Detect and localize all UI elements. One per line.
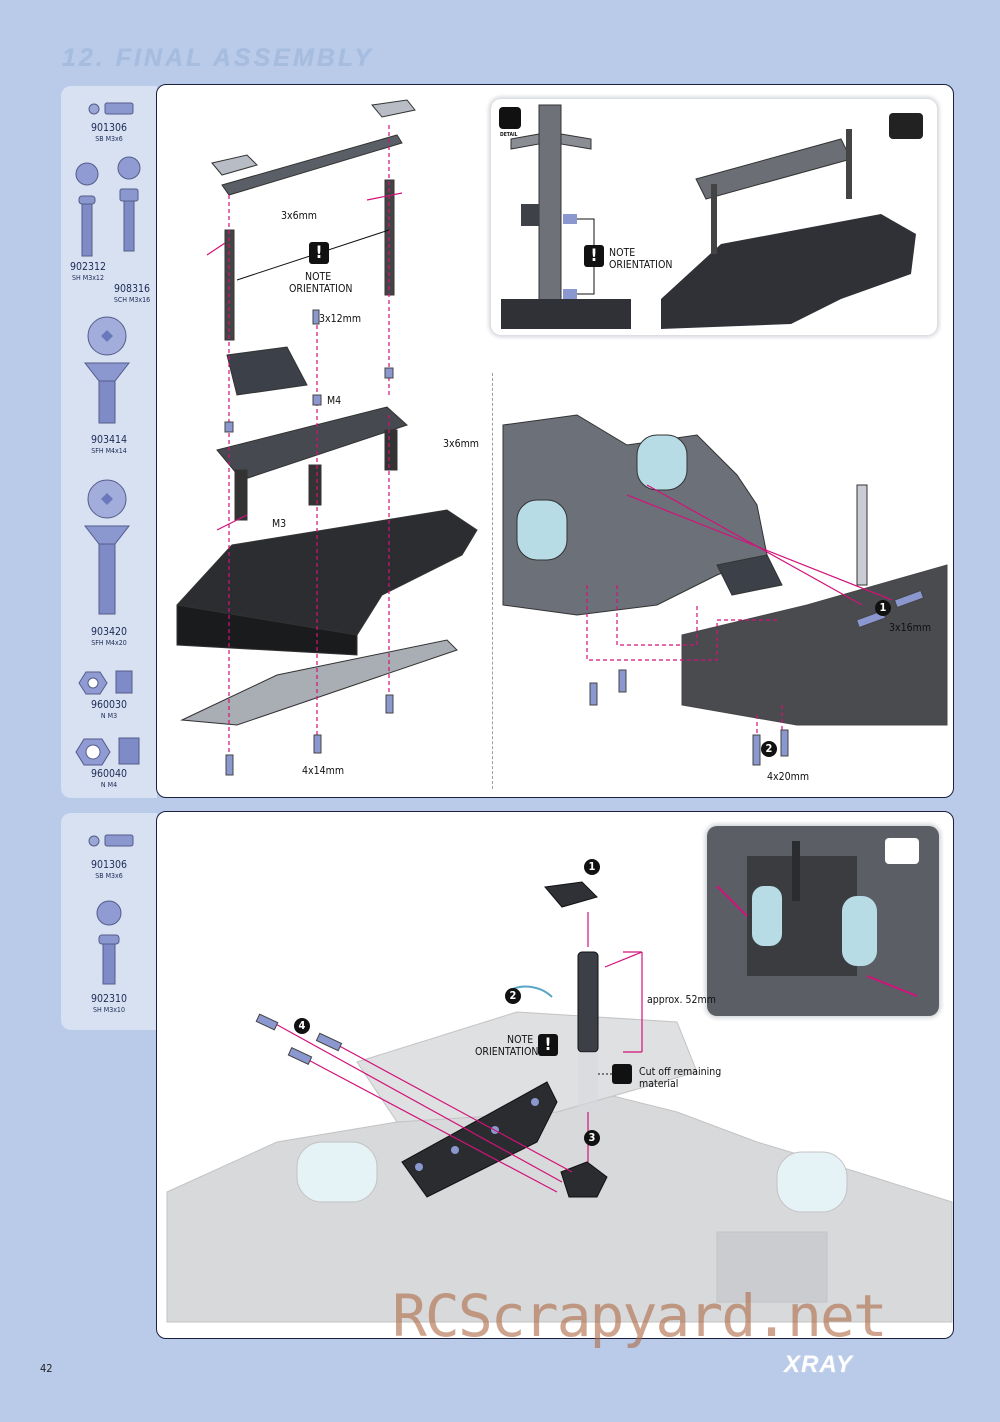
screw-size-label: 4x20mm [767,771,810,783]
detail-inset-bottom [707,826,939,1016]
part-903420: 903420 SFH M4x20 [61,627,157,649]
part-desc: SH M3x12 [72,274,104,282]
detail-drawing [499,104,923,329]
detail-orientation-label: ORIENTATION [609,259,673,271]
part-903414: 903414 SFH M4x14 [61,435,157,457]
step-1-marker: 1 [875,600,891,616]
part-desc: SFH M4x20 [91,639,127,647]
detail-note-label: NOTE [609,247,636,259]
parts-icons-bottom [88,834,134,985]
part-code: 908316 [113,283,151,295]
watermark: RCScrapyard.net [392,1282,888,1350]
parts-icons-top [75,102,141,766]
part-code: 902312 [69,261,107,273]
assembly-drawing-top [176,99,948,776]
cutoff-label: Cut off remaining [639,1066,722,1078]
part-desc: SB M3x6 [95,135,123,143]
screw-size-label: 3x6mm [443,438,480,450]
nut-size-label: M3 [272,518,287,530]
parts-list-bottom: 901306 SB M3x6 902310 SH M3x10 [61,813,157,1030]
nut-size-label: M4 [327,395,342,407]
part-desc: SCH M3x16 [113,296,151,304]
orientation-label: ORIENTATION [289,283,353,295]
parts-list-top: 901306 SB M3x6 902312 SH M3x12 908316 SC… [61,86,157,798]
brand-logo: XRAY [784,1351,853,1378]
part-code: 902310 [90,993,128,1005]
screw-size-label: 4x14mm [302,765,345,777]
part-960040: 960040 N M4 [61,769,157,791]
part-code: 960040 [90,768,128,780]
warning-icon: ! [538,1034,558,1056]
part-960030: 960030 N M3 [61,700,157,722]
warning-icon: ! [309,242,329,264]
section-divider [492,373,493,789]
part-desc: SH M3x10 [93,1006,125,1014]
part-desc: SB M3x6 [95,872,123,880]
assembly-drawing-bottom [166,881,953,1323]
page-title: 12. FINAL ASSEMBLY [62,44,374,72]
part-code: 960030 [90,699,128,711]
page-number: 42 [40,1362,53,1375]
detail-drawing-bottom [707,826,939,1016]
part-908316: 908316 SCH M3x16 [107,284,157,306]
length-label: approx. 52mm [647,994,716,1006]
part-code: 901306 [90,122,128,134]
part-902312: 902312 SH M3x12 [65,262,111,284]
detail-icon-label: DETAIL [500,132,518,138]
part-code: 903414 [90,434,128,446]
part-902310: 902310 SH M3x10 [61,994,157,1016]
step-3-marker: 3 [584,1130,600,1146]
assembly-panel-top: DETAIL ! NOTE ORIENTATION 3x6mm ! NOTE O… [156,84,954,798]
note-label: NOTE [305,271,332,283]
step-1-marker: 1 [584,859,600,875]
step-2-marker: 2 [505,988,521,1004]
step-2-marker: 2 [761,741,777,757]
part-desc: N M3 [100,712,118,720]
part-desc: N M4 [100,781,118,789]
orientation-label: ORIENTATION [475,1046,539,1058]
warning-icon: ! [584,245,604,267]
part-code: 901306 [90,859,128,871]
part-code: 903420 [90,626,128,638]
detail-inset: DETAIL ! NOTE ORIENTATION [491,99,937,335]
note-label: NOTE [507,1034,534,1046]
screw-size-label: 3x6mm [281,210,318,222]
part-desc: SFH M4x14 [91,447,127,455]
part-901306: 901306 SB M3x6 [61,860,157,882]
step-4-marker: 4 [294,1018,310,1034]
screw-size-label: 3x12mm [319,313,362,325]
assembly-panel-bottom: 1 2 3 4 approx. 52mm NOTE ORIENTATION ! … [156,811,954,1339]
part-901306: 901306 SB M3x6 [61,123,157,145]
screw-size-label: 3x16mm [889,622,932,634]
cutoff-label: material [639,1078,679,1090]
